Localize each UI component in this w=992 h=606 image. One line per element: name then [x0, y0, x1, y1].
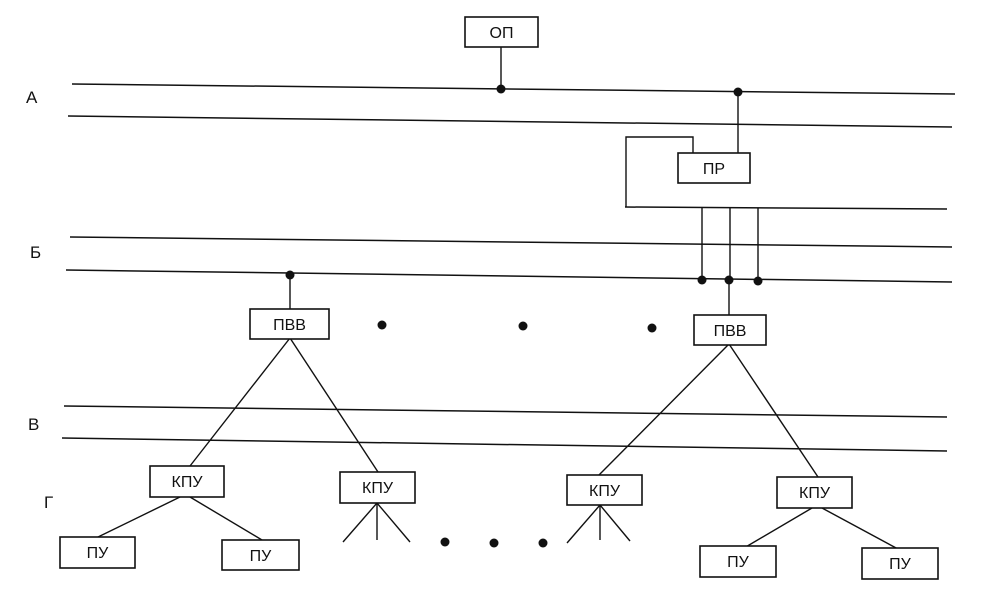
- ellipsis-dot-5: [489, 538, 499, 548]
- junction-op: [496, 84, 506, 94]
- ellipsis-dot-2: [518, 321, 528, 331]
- bus-v-lower: [61, 437, 948, 452]
- bus-v-upper: [63, 405, 948, 418]
- wire-kpu-4-pu-3: [743, 507, 813, 549]
- junction-b-2: [724, 275, 734, 285]
- node-kpu-1: КПУ: [149, 465, 225, 498]
- node-pvv-right-label: ПВВ: [714, 323, 747, 340]
- junction-pr-bus-a: [733, 87, 743, 97]
- bus-a-upper: [71, 83, 956, 95]
- node-pu-3: ПУ: [699, 545, 777, 578]
- ellipsis-dot-6: [538, 538, 548, 548]
- node-pu-2: ПУ: [221, 539, 300, 571]
- level-label-b: Б: [30, 243, 41, 262]
- level-label-v: В: [28, 415, 39, 434]
- wire-pr-loop: [625, 136, 694, 207]
- ellipsis-dot-4: [440, 537, 450, 547]
- node-pu-1-label: ПУ: [87, 545, 110, 562]
- wire-pvv-left-kpu-1: [189, 337, 291, 467]
- ellipsis-dot-3: [647, 323, 657, 333]
- wire-kpu-3-branch-right: [599, 504, 631, 542]
- wire-pvv-left-kpu-2: [289, 337, 379, 473]
- node-pu-4: ПУ: [861, 547, 939, 580]
- wire-pvv-right-kpu-4: [728, 343, 819, 478]
- node-pu-4-label: ПУ: [889, 556, 912, 573]
- level-label-g: Г: [44, 493, 53, 512]
- wire-kpu-2-branch-left: [342, 502, 378, 543]
- bus-b-lower: [65, 269, 953, 283]
- node-kpu-1-label: КПУ: [172, 474, 204, 491]
- node-kpu-3-label: КПУ: [589, 483, 621, 500]
- node-kpu-4-label: КПУ: [799, 485, 831, 502]
- wire-kpu-3-branch-left: [566, 504, 601, 544]
- node-pr-label: ПР: [703, 161, 725, 178]
- node-pvv-left-label: ПВВ: [273, 317, 306, 334]
- wire-kpu-1-pu-1: [97, 496, 181, 538]
- wire-kpu-4-pu-4: [821, 507, 899, 550]
- node-pr: ПР: [677, 152, 751, 184]
- wire-kpu-1-pu-2: [189, 496, 263, 541]
- node-pu-2-label: ПУ: [250, 548, 273, 565]
- junction-b-1: [697, 275, 707, 285]
- node-pu-3-label: ПУ: [727, 554, 750, 571]
- node-op: ОП: [464, 16, 539, 48]
- node-pvv-left: ПВВ: [249, 308, 330, 340]
- bus-b-upper: [69, 236, 953, 248]
- wire-pvv-right-kpu-3: [597, 343, 730, 477]
- ellipsis-dot-1: [377, 320, 387, 330]
- node-kpu-3: КПУ: [566, 474, 643, 506]
- bus-a-lower: [67, 115, 953, 128]
- node-pvv-right: ПВВ: [693, 314, 767, 346]
- node-kpu-2: КПУ: [339, 471, 416, 504]
- node-kpu-2-label: КПУ: [362, 480, 394, 497]
- junction-b-3: [753, 276, 763, 286]
- node-pu-1: ПУ: [59, 536, 136, 569]
- node-op-label: ОП: [490, 25, 514, 42]
- node-kpu-4: КПУ: [776, 476, 853, 509]
- level-label-a: А: [26, 88, 38, 107]
- junction-pvv-left: [285, 270, 295, 280]
- wire-kpu-2-branch-right: [376, 502, 411, 543]
- bus-b-pr-output: [624, 206, 948, 210]
